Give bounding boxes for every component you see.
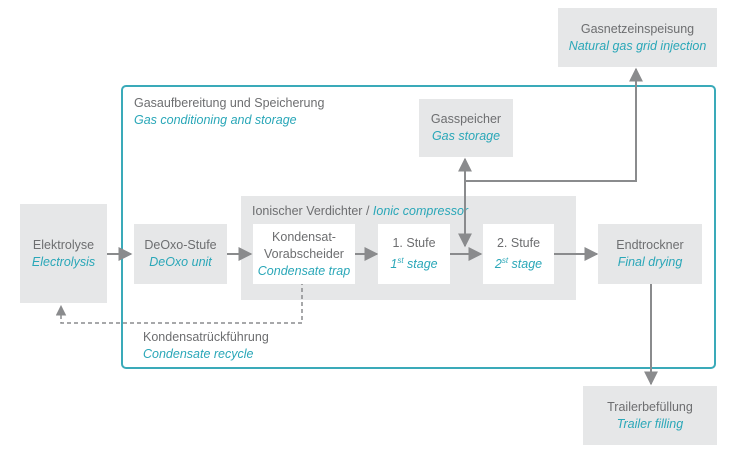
final-drying-box: Endtrockner Final drying bbox=[598, 224, 702, 284]
gas-storage-box: Gasspeicher Gas storage bbox=[419, 99, 513, 157]
gas-storage-label-de: Gasspeicher bbox=[430, 112, 502, 126]
gas-conditioning-label: Gasaufbereitung und Speicherung Gas cond… bbox=[134, 95, 324, 129]
trailer-filling-label-en: Trailer filling bbox=[616, 416, 684, 431]
gas-conditioning-label-de: Gasaufbereitung und Speicherung bbox=[134, 96, 325, 110]
stage2-label-en: 2st stage bbox=[495, 252, 542, 273]
gas-conditioning-group bbox=[121, 85, 716, 369]
condensate-trap-label-de-2: Vorabscheider bbox=[264, 246, 344, 261]
condensate-recycle-dashed-line bbox=[55, 281, 303, 324]
condensate-trap-box: Kondensat- Vorabscheider Condensate trap bbox=[253, 224, 355, 284]
final-drying-label-de: Endtrockner bbox=[616, 238, 684, 252]
ionic-compressor-label: Ionischer Verdichter / Ionic compressor bbox=[252, 202, 468, 220]
condensate-trap-label-de-1: Kondensat- bbox=[272, 229, 336, 244]
stage1-label-de: 1. Stufe bbox=[392, 235, 436, 250]
electrolysis-label-de: Elektrolyse bbox=[32, 237, 95, 252]
condensate-recycle-label: Kondensatrückführung Condensate recycle bbox=[143, 329, 269, 363]
arrow-to-grid-injection bbox=[465, 67, 643, 182]
electrolysis-box: Elektrolyse Electrolysis bbox=[20, 204, 107, 303]
gas-storage-label-en: Gas storage bbox=[431, 129, 501, 143]
final-drying-label-en: Final drying bbox=[617, 255, 683, 269]
deoxo-box: DeOxo-Stufe DeOxo unit bbox=[134, 224, 227, 284]
grid-injection-box: Gasnetzeinspeisung Natural gas grid inje… bbox=[558, 8, 717, 67]
stage1-label-en: 1st stage bbox=[390, 252, 437, 273]
stage2-label-de: 2. Stufe bbox=[496, 235, 541, 250]
grid-injection-label-de: Gasnetzeinspeisung bbox=[580, 21, 695, 36]
ionic-compressor-label-en: Ionic compressor bbox=[372, 204, 469, 218]
condensate-recycle-label-de: Kondensatrückführung bbox=[143, 330, 269, 344]
stage1-num: 1 bbox=[390, 257, 398, 272]
electrolysis-label-en: Electrolysis bbox=[31, 254, 96, 269]
stage2-box: 2. Stufe 2st stage bbox=[483, 224, 554, 284]
deoxo-label-en: DeOxo unit bbox=[149, 255, 212, 269]
deoxo-label-de: DeOxo-Stufe bbox=[144, 238, 217, 252]
stage1-box: 1. Stufe 1st stage bbox=[378, 224, 450, 284]
stage2-sup: st bbox=[501, 255, 509, 265]
stage2-num: 2 bbox=[494, 257, 502, 272]
condensate-trap-label-en: Condensate trap bbox=[257, 263, 351, 278]
ionic-compressor-label-de: Ionischer Verdichter / bbox=[252, 204, 373, 218]
stage2-rest: stage bbox=[508, 257, 543, 272]
trailer-filling-label-de: Trailerbefüllung bbox=[607, 399, 693, 414]
trailer-filling-box: Trailerbefüllung Trailer filling bbox=[583, 386, 717, 445]
gas-conditioning-label-en: Gas conditioning and storage bbox=[134, 113, 297, 127]
stage1-sup: st bbox=[397, 255, 404, 265]
grid-injection-label-en: Natural gas grid injection bbox=[568, 38, 707, 53]
condensate-recycle-label-en: Condensate recycle bbox=[143, 347, 254, 361]
stage1-rest: stage bbox=[403, 257, 438, 272]
